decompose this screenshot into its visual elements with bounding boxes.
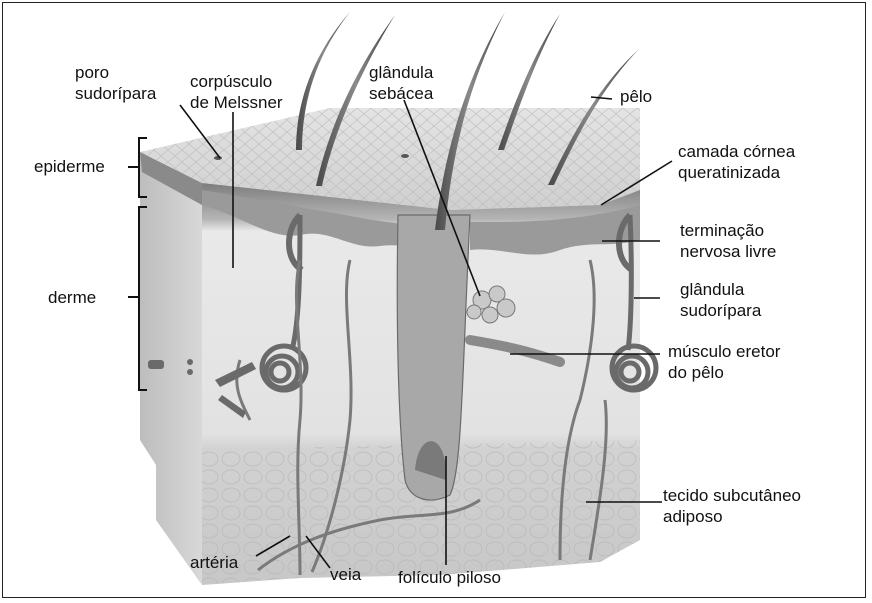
label-tecido-subcutaneo: tecido subcutâneo adiposo <box>663 485 801 527</box>
label-musculo-eretor: músculo eretor do pêlo <box>668 341 780 383</box>
label-camada-cornea: camada córnea queratinizada <box>678 141 795 183</box>
label-epiderme: epiderme <box>34 156 105 177</box>
label-veia: veia <box>330 564 361 585</box>
skin-block <box>140 108 656 585</box>
label-glandula-sebacea: glândula sebácea <box>369 62 433 104</box>
label-foliculo-piloso: folículo piloso <box>398 567 501 588</box>
label-pelo: pêlo <box>620 86 652 107</box>
left-side-face <box>140 152 202 585</box>
leader-pelo <box>591 97 612 99</box>
label-corpusculo-meissner: corpúsculo de Melssner <box>190 71 283 113</box>
label-glandula-sudoripara: glândula sudorípara <box>680 279 761 321</box>
label-poro-sudoriparo: poro sudorípara <box>75 62 156 104</box>
label-arteria: artéria <box>190 552 238 573</box>
label-derme: derme <box>48 287 96 308</box>
label-terminacao-nervosa: terminação nervosa livre <box>680 220 776 262</box>
